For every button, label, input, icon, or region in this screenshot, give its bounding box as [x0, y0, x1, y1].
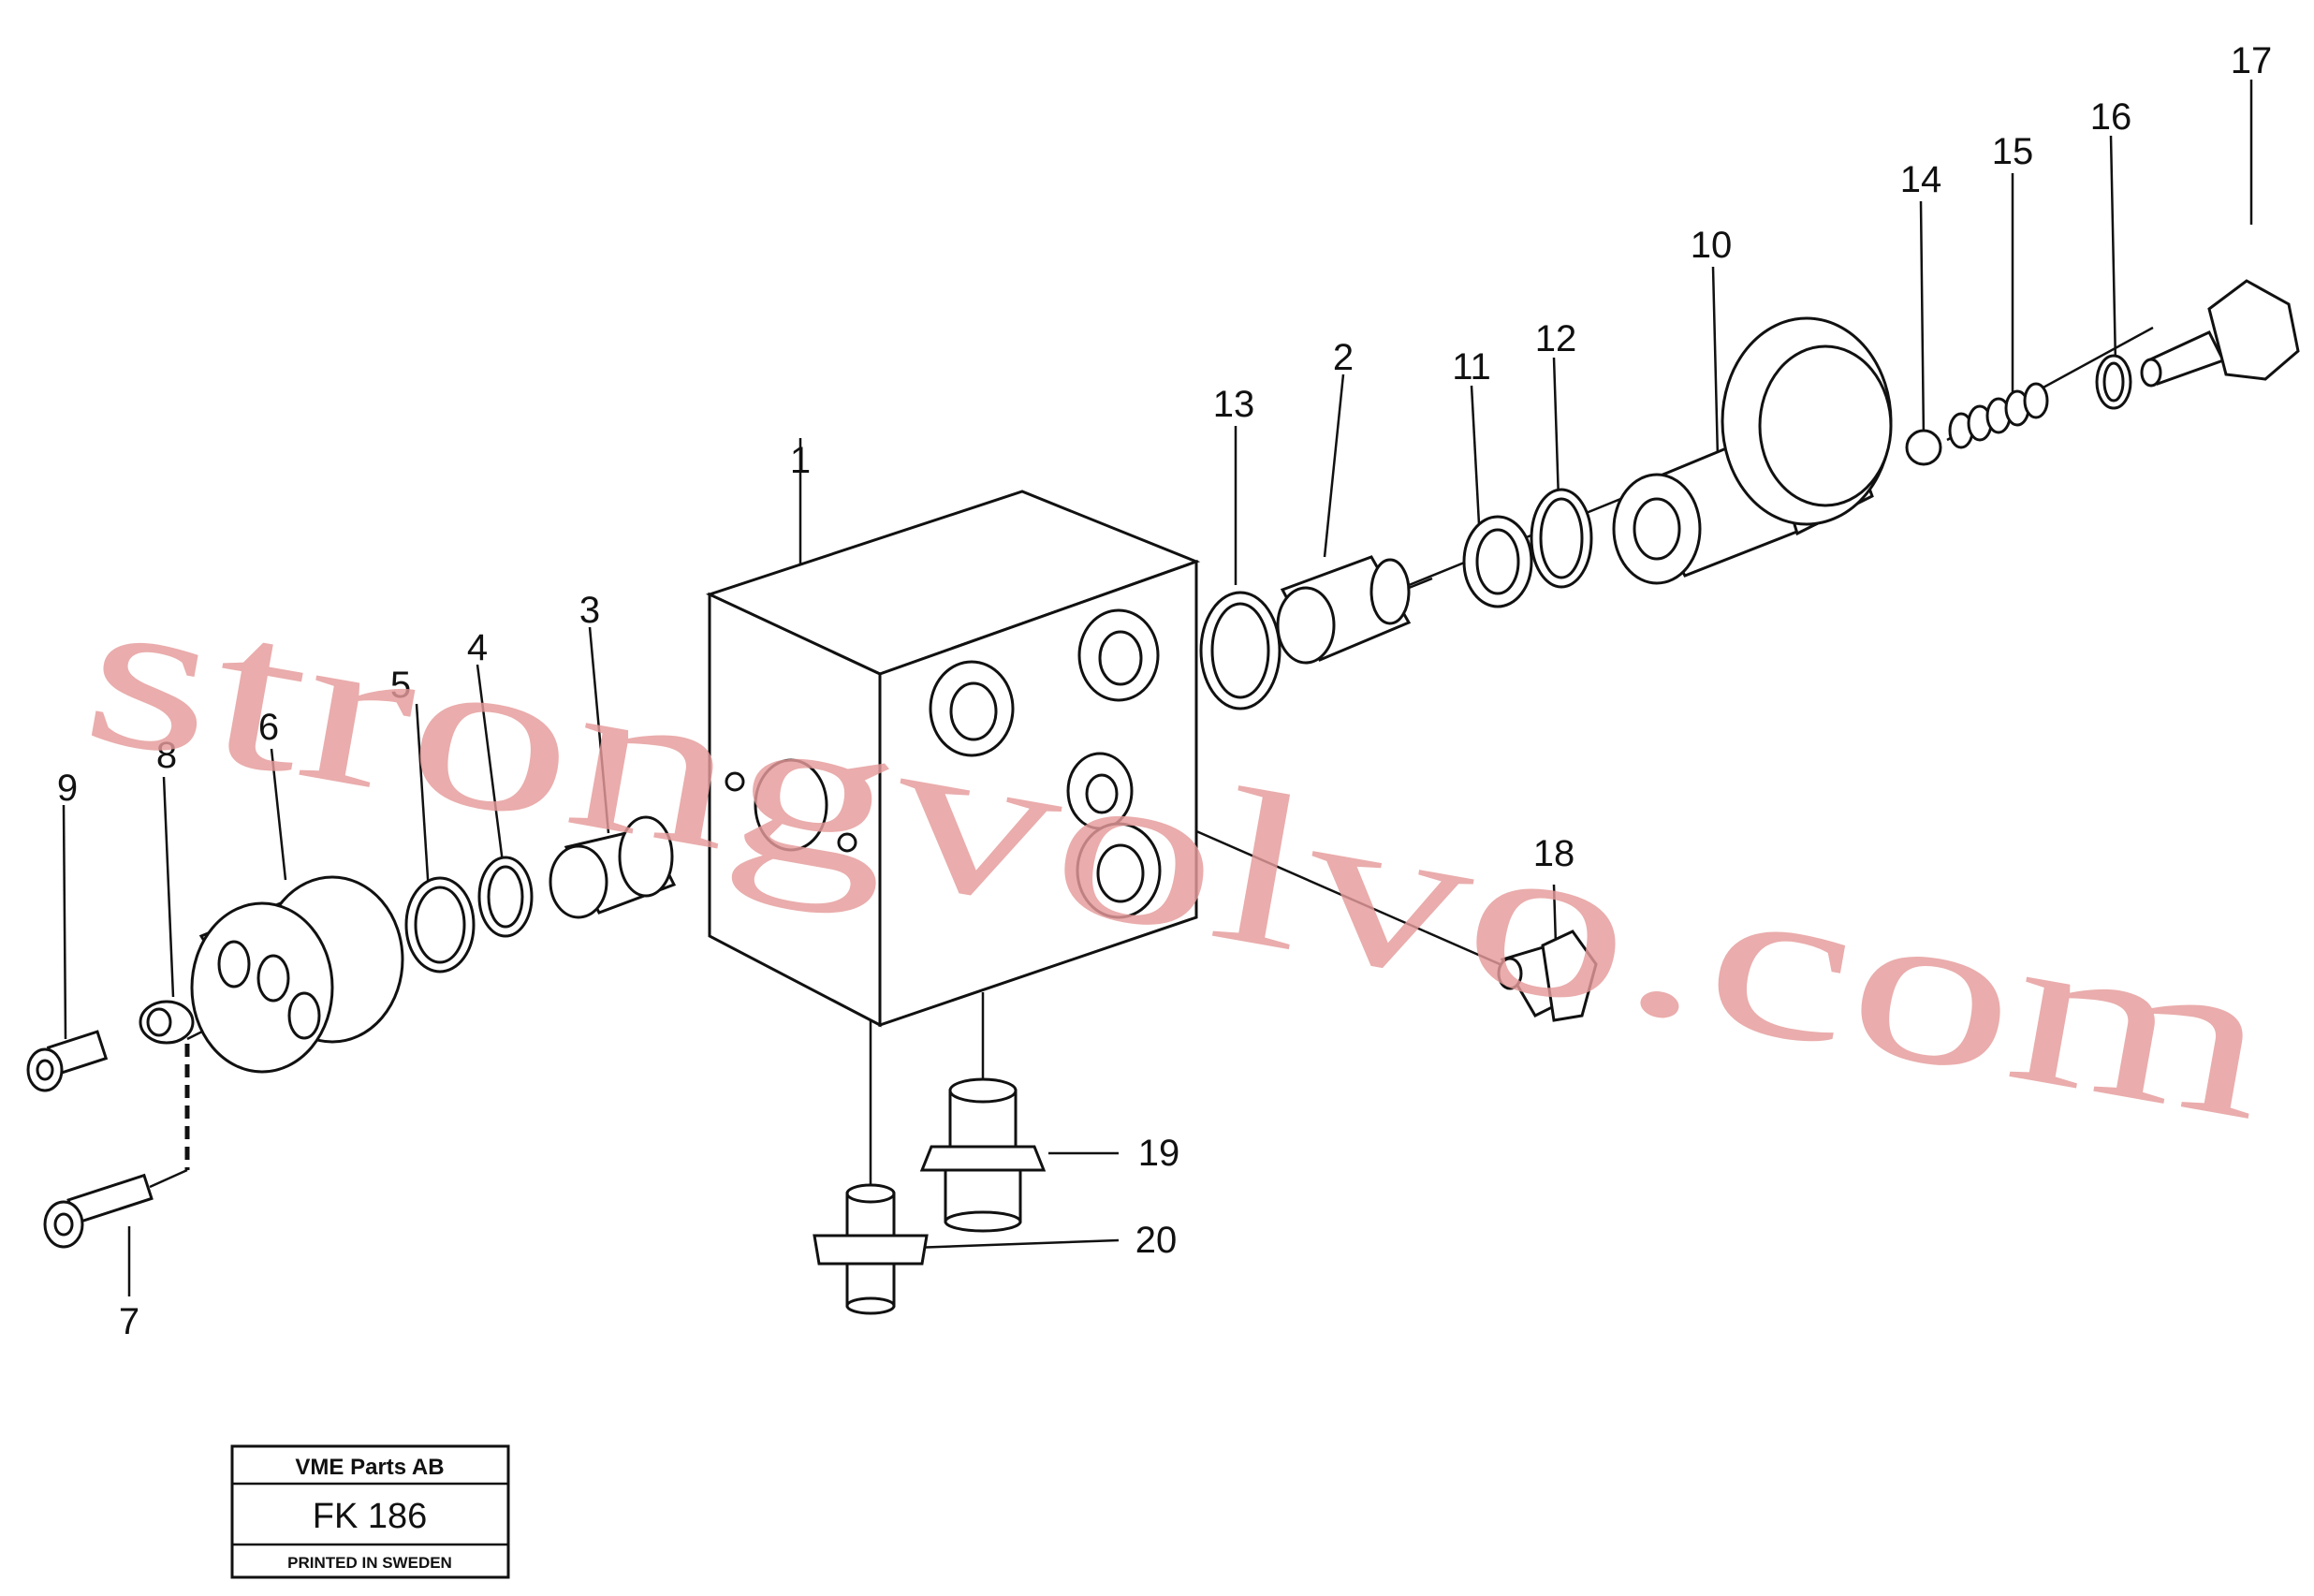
ring-11: [1462, 515, 1533, 608]
label-2: 2: [1333, 337, 1354, 378]
label-4: 4: [467, 627, 488, 668]
label-20: 20: [1135, 1220, 1178, 1261]
washer-16: [2095, 354, 2132, 410]
part-labels: 1 2 3 4 5 6 7 8 9 10 11 12 13 14 15 16 1…: [57, 40, 2272, 1342]
label-10: 10: [1691, 225, 1733, 266]
label-8: 8: [156, 735, 177, 776]
seal-ring-13: [1199, 591, 1281, 710]
label-19: 19: [1138, 1133, 1180, 1174]
title-block-note: PRINTED IN SWEDEN: [287, 1554, 452, 1572]
label-15: 15: [1992, 131, 2034, 172]
adjuster-17: [2140, 279, 2300, 388]
piston-2: [1276, 555, 1433, 665]
spring-15: [1948, 382, 2049, 449]
cartridge-10: [1612, 316, 1893, 585]
label-3: 3: [579, 590, 600, 631]
ball-14: [1905, 429, 1942, 466]
leader-lines: [62, 80, 2253, 1296]
label-6: 6: [258, 707, 279, 748]
label-17: 17: [2231, 40, 2273, 81]
label-1: 1: [790, 440, 811, 481]
label-5: 5: [390, 665, 411, 706]
title-block-code: FK 186: [313, 1497, 428, 1536]
plug-18: [1497, 930, 1598, 1022]
label-11: 11: [1452, 346, 1491, 388]
label-18: 18: [1533, 833, 1575, 874]
screw-bottom: [43, 1173, 154, 1249]
ring-12: [1530, 488, 1593, 589]
label-7: 7: [119, 1301, 139, 1342]
fitting-20: [813, 1183, 929, 1315]
title-block-company: VME Parts AB: [295, 1455, 444, 1480]
plug-piston: [549, 815, 677, 919]
screw-top: [26, 1030, 109, 1092]
bush: [139, 1000, 195, 1045]
label-13: 13: [1213, 384, 1255, 425]
fitting-19: [919, 1077, 1047, 1233]
title-block: VME Parts AB FK 186 PRINTED IN SWEDEN: [230, 1444, 510, 1579]
label-9: 9: [57, 768, 78, 809]
end-cap: [190, 875, 404, 1074]
label-14: 14: [1900, 159, 1942, 200]
seal-rings-left: [404, 856, 534, 974]
label-16: 16: [2090, 96, 2132, 138]
label-12: 12: [1535, 318, 1577, 359]
valve-block: [705, 490, 1201, 1028]
